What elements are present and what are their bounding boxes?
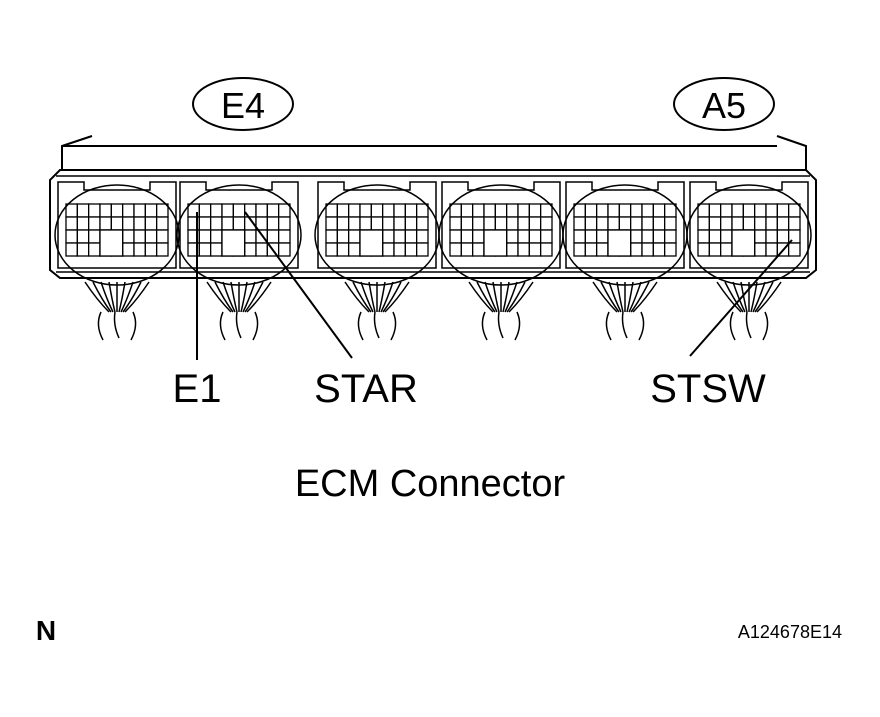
connector-block-4 — [438, 181, 564, 286]
figure-code: A124678E14 — [738, 622, 842, 642]
leader-line-star — [244, 211, 353, 359]
wire-bundles — [84, 281, 782, 341]
connector-tag-e4: E4 — [192, 77, 294, 131]
connector-block-1 — [54, 181, 180, 286]
wire-bundle-1 — [84, 281, 150, 341]
diagram-caption: ECM Connector — [295, 463, 566, 505]
leader-lines — [196, 211, 793, 360]
connector-block-2 — [176, 181, 302, 286]
connector-tag-a5: A5 — [673, 77, 775, 131]
connector-block-5 — [562, 181, 688, 286]
connector-bracket — [61, 135, 807, 170]
pin-label-e1: E1 — [173, 367, 222, 411]
connector-body — [49, 169, 817, 279]
connector-block-6 — [686, 181, 812, 286]
wire-bundle-5 — [592, 281, 658, 341]
pin-label-star: STAR — [314, 367, 418, 411]
pin-label-stsw: STSW — [650, 367, 766, 411]
wire-bundle-2 — [206, 281, 272, 341]
wire-bundle-4 — [468, 281, 534, 341]
corner-mark: N — [36, 615, 56, 646]
connector-tag-e4-label: E4 — [221, 85, 265, 126]
wire-bundle-3 — [344, 281, 410, 341]
wire-bundle-6 — [716, 281, 782, 341]
connector-tag-a5-label: A5 — [702, 85, 746, 126]
connector-blocks — [54, 181, 812, 286]
connector-block-3 — [314, 181, 440, 286]
leader-line-stsw — [689, 239, 793, 357]
